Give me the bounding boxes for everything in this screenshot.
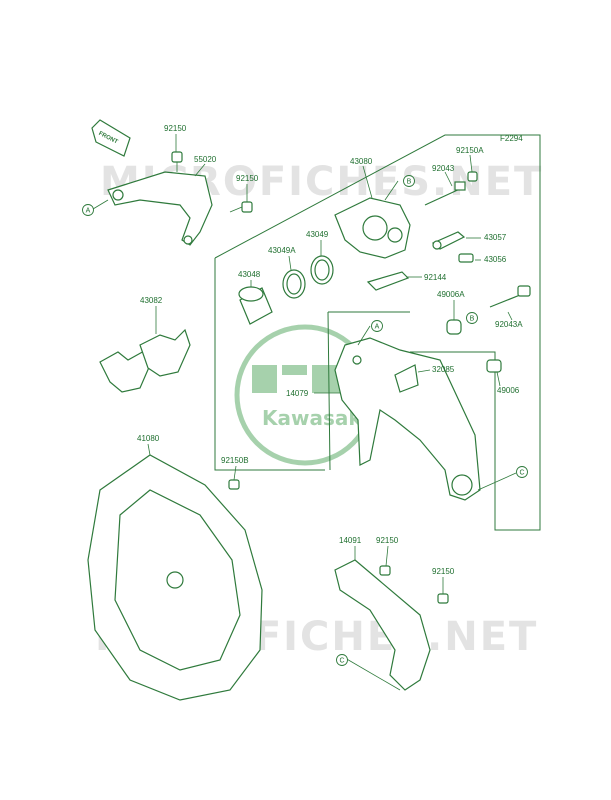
leader-lines [92,134,517,691]
ref-marker-b-right: B [466,312,478,324]
spring-92144 [366,271,410,291]
svg-text:A: A [375,324,380,331]
label-43080: 43080 [350,157,373,166]
svg-text:B: B [470,316,475,323]
label-43048: 43048 [238,270,261,279]
label-92150A: 92150A [456,146,484,155]
pin-92043 [424,181,466,206]
label-92043A: 92043A [495,320,523,329]
svg-text:B: B [407,179,412,186]
ref-marker-a-mid: A [371,320,383,332]
label-41080: 41080 [137,434,160,443]
pads-43082 [99,328,191,393]
caliper-43080 [334,197,411,259]
bleeder-43057 [431,231,466,250]
disc-41080 [87,454,263,701]
bolt-92150-top [171,151,183,172]
guard-14091 [334,559,431,691]
seal-43049A-inner [286,273,302,295]
label-43082: 43082 [140,296,163,305]
label-43049: 43049 [306,230,329,239]
label-43057: 43057 [484,233,507,242]
label-43056: 43056 [484,255,507,264]
assembly-frame [214,134,541,531]
valve-43056 [458,253,474,263]
label-92150-low2: 92150 [432,567,455,576]
label-92150B: 92150B [221,456,249,465]
cap-92150A [467,171,478,182]
seal-43049-inner [314,259,330,281]
bracket-14079 [334,337,481,501]
label-14079: 14079 [286,389,309,398]
bracket-55020 [107,171,213,246]
bolt-92150-low1 [379,565,391,576]
boot-49006A [446,319,462,335]
label-92150-mid: 92150 [236,174,259,183]
pin-92043A [489,285,531,308]
label-55020: 55020 [194,155,217,164]
piston-43048 [238,286,273,325]
label-14091: 14091 [339,536,362,545]
front-arrow: FRONT [91,119,131,157]
label-92150-top: 92150 [164,124,187,133]
svg-text:A: A [86,208,91,215]
boot-49006 [486,359,502,373]
ref-marker-a-left: A [82,204,94,216]
svg-text:C: C [339,658,344,665]
ref-marker-b-top: B [403,175,415,187]
bolt-92150B [228,479,240,490]
label-32085: 32085 [432,365,455,374]
svg-text:C: C [519,470,524,477]
label-92150-low1: 92150 [376,536,399,545]
label-49006A: 49006A [437,290,465,299]
bolt-92150-low2 [437,593,449,604]
label-49006: 49006 [497,386,520,395]
bracket-frame [327,311,410,471]
label-92144: 92144 [424,273,447,282]
figure-code: F2294 [500,134,523,143]
label-43049A: 43049A [268,246,296,255]
label-92043: 92043 [432,164,455,173]
ref-marker-c-right: C [516,466,528,478]
guard-32085 [394,364,419,393]
ref-marker-c-bottom: C [336,654,348,666]
